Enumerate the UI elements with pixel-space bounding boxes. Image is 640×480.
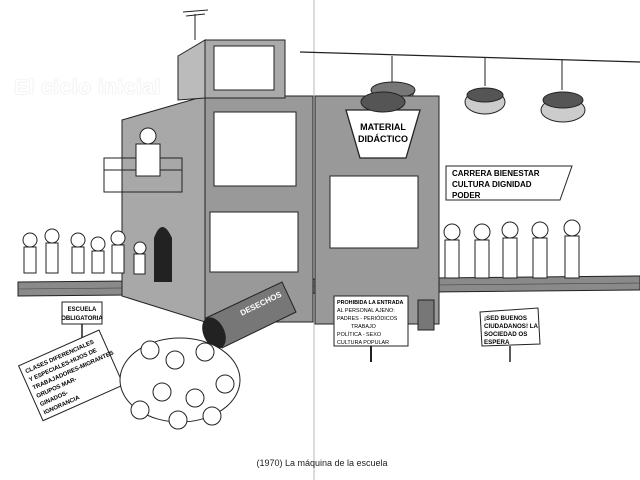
prohibition-line-1: PROHIBIDA LA ENTRADA bbox=[337, 300, 403, 306]
prohibition-line-4: TRABAJO bbox=[351, 324, 376, 330]
hopper-label-line-2: DIDÁCTICO bbox=[358, 134, 408, 144]
rejected-children-pile bbox=[119, 337, 241, 430]
material-hopper: MATERIAL DIDÁCTICO bbox=[345, 91, 421, 159]
hanging-basket-2 bbox=[464, 58, 506, 115]
teacher-balcony bbox=[103, 127, 183, 193]
book-spine bbox=[313, 0, 315, 480]
banner-line-3: PODER bbox=[452, 191, 481, 200]
overhead-cable bbox=[299, 51, 640, 63]
prohibition-sign: PROHIBIDA LA ENTRADA AL PERSONAL AJENO: … bbox=[333, 295, 409, 362]
social-classes-sign: CLASES DIFERENCIALES Y ESPECIALES-HIJOS … bbox=[17, 329, 125, 422]
figure-caption: (1970) La máquina de la escuela bbox=[256, 458, 388, 468]
banner-line-1: CARRERA BIENESTAR bbox=[452, 169, 540, 178]
school-sign-line-2: OBLIGATORIA bbox=[61, 316, 103, 322]
prohibition-line-6: CULTURA POPULAR bbox=[337, 340, 389, 346]
machine-tower bbox=[177, 9, 286, 101]
children-queue bbox=[22, 228, 147, 275]
citizens-sign: ¡SED BUENOS CIUDADANOS! LA SOCIEDAD OS E… bbox=[479, 307, 541, 362]
citizens-line-4: ESPERA bbox=[484, 339, 510, 346]
hanging-basket-3 bbox=[540, 60, 586, 123]
citizens-line-2: CIUDADANOS! LA bbox=[484, 323, 538, 330]
school-sign: ESCUELA OBLIGATORIA bbox=[61, 301, 103, 340]
citizens-line-1: ¡SED BUENOS bbox=[484, 315, 527, 322]
chapter-title: El ciclo inicial bbox=[14, 76, 161, 99]
careers-banner: CARRERA BIENESTAR CULTURA DIGNIDAD PODER bbox=[445, 165, 573, 201]
hopper-label-line-1: MATERIAL bbox=[360, 122, 406, 132]
prohibition-line-2: AL PERSONAL AJENO: bbox=[337, 308, 395, 314]
school-sign-line-1: ESCUELA bbox=[68, 307, 97, 313]
prohibition-line-5: POLÍTICA - SEXO bbox=[337, 331, 381, 338]
banner-line-2: CULTURA DIGNIDAD bbox=[452, 180, 532, 189]
graduates-queue bbox=[443, 219, 581, 279]
prohibition-line-3: PADRES - PERIÓDICOS bbox=[337, 315, 398, 322]
citizens-line-3: SOCIEDAD OS bbox=[484, 331, 527, 338]
